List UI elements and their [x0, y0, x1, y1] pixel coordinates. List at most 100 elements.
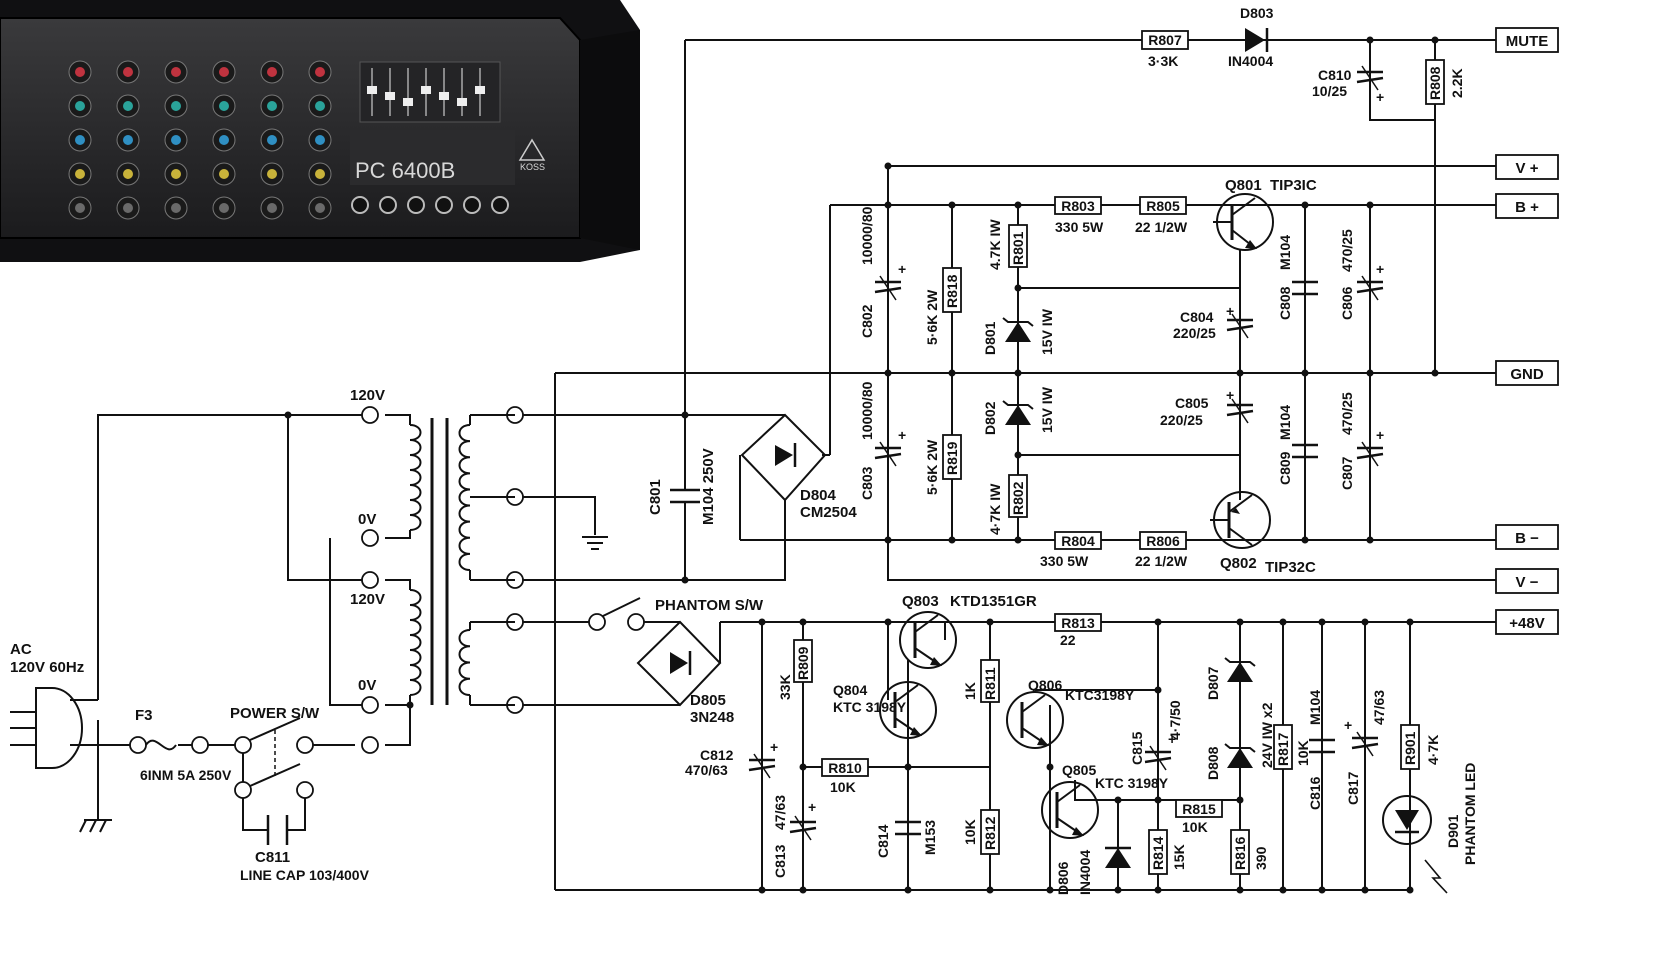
component-ref: R811: [982, 667, 998, 700]
component-ref: R813: [1061, 615, 1095, 631]
component-value: 10K: [962, 819, 978, 845]
component-ref: C812: [700, 747, 734, 763]
component-value: 15V IW: [1039, 386, 1055, 433]
component-ref: R818: [944, 274, 960, 308]
component-value: KTC 3198Y: [833, 699, 907, 715]
transistor-q802: Q802 TIP32C: [1210, 491, 1316, 576]
knob-cap-icon: [75, 135, 85, 145]
terminal-0v-b: [361, 696, 379, 714]
tap-label: 120V: [350, 387, 385, 404]
resistor-r808: R808 2.2K: [1425, 59, 1465, 105]
output-connectors: MUTE V + B + GND B − V − +48V: [1495, 27, 1559, 635]
zener-d808: D808: [1205, 743, 1256, 780]
knob-cap-icon: [123, 203, 133, 213]
connector-label: +48V: [1509, 615, 1544, 632]
jack-icon: [491, 196, 509, 214]
component-value: TIP3IC: [1270, 177, 1317, 194]
zener-d807: D807 24V IW x2: [1205, 657, 1275, 768]
connector-bplus: B +: [1495, 193, 1559, 219]
transistor-q804: Q804 KTC 3198Y: [833, 681, 937, 739]
component-ref: D807: [1205, 666, 1221, 700]
capacitor-c815: + C815 4·7/50: [1129, 700, 1183, 771]
component-value: 47/63: [772, 795, 788, 830]
resistor-r815: R815 10K: [1175, 799, 1223, 835]
tap-label: 120V: [350, 591, 385, 608]
connector-gnd: GND: [1495, 360, 1559, 386]
terminal-0v-a: [361, 529, 379, 547]
capacitor-c806: + C806 470/25: [1339, 229, 1384, 320]
jack-icon: [379, 196, 397, 214]
component-value: M153: [922, 820, 938, 855]
transformer: 120V 0V 120V 0V: [350, 387, 524, 754]
component-ref: D901: [1445, 814, 1461, 848]
resistor-r814: R814 15K: [1148, 829, 1187, 875]
component-value: 33K: [777, 674, 793, 700]
knob-cap-icon: [219, 203, 229, 213]
component-ref: R801: [1010, 231, 1026, 265]
component-value: IN4004: [1077, 850, 1093, 895]
knob-cap-icon: [171, 101, 181, 111]
component-ref: R819: [944, 441, 960, 475]
terminal-120v-a: [361, 406, 379, 424]
knob-cap-icon: [171, 203, 181, 213]
component-value: 4·7K: [1425, 735, 1441, 765]
component-ref: C804: [1180, 309, 1214, 325]
component-value: LINE CAP 103/400V: [240, 867, 370, 883]
resistor-r807: R807 3·3K: [1141, 30, 1189, 69]
ground-icon: [582, 536, 608, 550]
component-ref: D806: [1055, 861, 1071, 895]
component-value: 10/25: [1312, 83, 1347, 99]
component-ref: D804: [800, 487, 837, 504]
component-value: 470/63: [685, 762, 728, 778]
component-value: 10K: [1295, 740, 1311, 766]
component-ref: Q806: [1028, 677, 1062, 693]
capacitor-c810: + C810 10/25: [1312, 65, 1384, 105]
component-ref: F3: [135, 707, 153, 724]
component-value: 6INM 5A 250V: [140, 767, 232, 783]
component-value: M104: [1277, 235, 1293, 270]
component-ref: R901: [1402, 731, 1418, 765]
connector-bminus: B −: [1495, 524, 1559, 550]
component-value: M104 250V: [700, 448, 717, 525]
jack-icon: [351, 196, 369, 214]
brand-logo-icon: [518, 138, 546, 161]
resistor-r805: R805 22 1/2W: [1135, 196, 1188, 235]
component-ref: C810: [1318, 67, 1352, 83]
component-value: 4.7K IW: [987, 219, 1003, 270]
component-value: 22 1/2W: [1135, 219, 1188, 235]
knob-cap-icon: [315, 101, 325, 111]
connector-label: B +: [1515, 199, 1539, 216]
connector-label: V +: [1516, 160, 1539, 177]
knob-cap-icon: [267, 135, 277, 145]
component-ref: D808: [1205, 746, 1221, 780]
jack-icon: [463, 196, 481, 214]
connector-vplus: V +: [1495, 154, 1559, 180]
component-ref: R804: [1061, 533, 1095, 549]
component-value: 330 5W: [1040, 553, 1089, 569]
component-value: 220/25: [1173, 325, 1216, 341]
component-ref: R809: [795, 646, 811, 680]
component-ref: R807: [1148, 32, 1182, 48]
component-value: 2.2K: [1449, 68, 1465, 98]
zener-d802: D802 15V IW: [982, 386, 1055, 435]
component-value: 3N248: [690, 709, 734, 726]
knob-cap-icon: [75, 203, 85, 213]
wires: [70, 39, 1496, 891]
component-ref: R816: [1232, 836, 1248, 870]
component-value: KTD1351GR: [950, 593, 1037, 610]
component-value: 5·6K 2W: [924, 439, 940, 495]
capacitor-c807: + C807 470/25: [1339, 392, 1384, 490]
resistor-r901: R901 4·7K: [1400, 724, 1441, 770]
jack-icon: [407, 196, 425, 214]
component-value: 10000/80: [859, 206, 875, 265]
component-value: TIP32C: [1265, 559, 1316, 576]
tap-label: 0V: [358, 677, 376, 694]
svg-text:+: +: [898, 427, 906, 443]
component-value: 330 5W: [1055, 219, 1104, 235]
connector-label: B −: [1515, 530, 1539, 547]
component-ref: Q801: [1225, 177, 1262, 194]
resistor-r810: R810 10K: [821, 758, 869, 795]
component-ref: R812: [982, 816, 998, 850]
transistor-q805: Q805 KTC 3198Y: [1041, 762, 1169, 839]
knob-cap-icon: [267, 67, 277, 77]
